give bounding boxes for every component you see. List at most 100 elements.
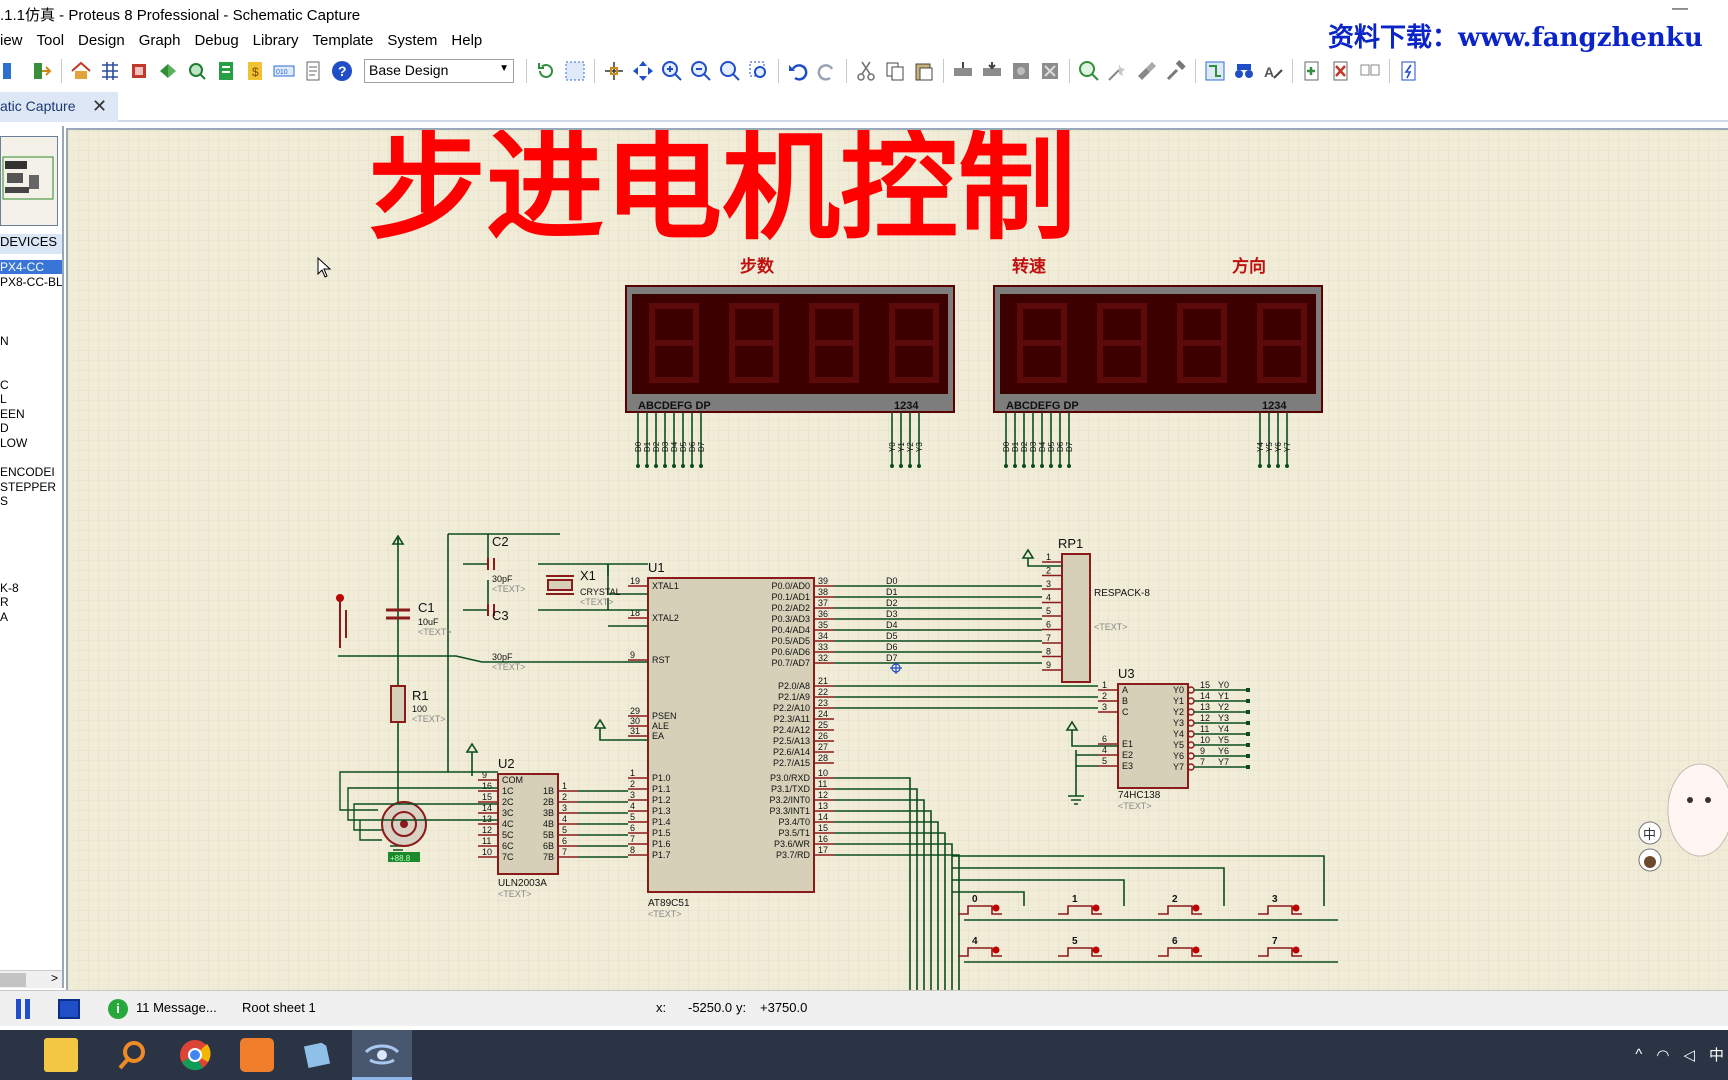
refresh-icon[interactable] <box>533 58 559 84</box>
wire-autorouter-icon[interactable] <box>1202 58 1228 84</box>
proteus-taskbar-button[interactable] <box>352 1030 412 1080</box>
scroll-right-icon[interactable]: > <box>50 971 58 985</box>
undo-icon[interactable] <box>785 58 811 84</box>
network-icon[interactable]: ◠ <box>1656 1046 1670 1064</box>
device-item[interactable]: R <box>0 595 9 609</box>
block-copy-icon[interactable] <box>950 58 976 84</box>
file-explorer-icon[interactable] <box>44 1038 78 1072</box>
pan-icon[interactable] <box>630 58 656 84</box>
grid-icon[interactable] <box>562 58 588 84</box>
ime-toolbar[interactable]: 中 <box>1638 763 1728 872</box>
crystal-x1[interactable]: X1 CRYSTAL <TEXT> <box>546 568 621 607</box>
redo-icon[interactable] <box>814 58 840 84</box>
menu-tool[interactable]: Tool <box>36 32 65 49</box>
capacitor-c2[interactable]: C2 30pF <TEXT> <box>487 534 526 594</box>
zoom-out-icon[interactable] <box>688 58 714 84</box>
packaging-tool-icon[interactable] <box>1134 58 1160 84</box>
bill-of-materials-icon[interactable]: $ <box>242 58 268 84</box>
app-icon[interactable] <box>240 1038 274 1072</box>
menu-view[interactable]: iew <box>0 32 23 49</box>
device-list-scrollbar[interactable]: > <box>0 970 62 988</box>
help-icon[interactable]: ? <box>329 58 355 84</box>
device-item[interactable]: K-8 <box>0 581 19 595</box>
device-item[interactable]: N <box>0 334 9 348</box>
input-language[interactable]: 中 <box>1708 1047 1724 1064</box>
overview-window[interactable] <box>0 136 58 226</box>
keypad-button-1[interactable]: 1 <box>1058 894 1102 915</box>
device-item[interactable]: PX8-CC-BL <box>0 275 62 289</box>
chrome-icon[interactable] <box>178 1038 212 1072</box>
block-delete-icon[interactable] <box>1037 58 1063 84</box>
keypad-button-3[interactable]: 3 <box>1258 894 1302 915</box>
keypad-button-5[interactable]: 5 <box>1058 936 1102 957</box>
3d-viewer-icon[interactable] <box>155 58 181 84</box>
seven-segment-display-speed-direction[interactable]: ABCDEFG DP 1234 <box>993 285 1323 413</box>
capacitor-c3[interactable]: C3 30pF <TEXT> <box>487 604 526 672</box>
menu-library[interactable]: Library <box>252 32 299 49</box>
schematic-icon[interactable] <box>97 58 123 84</box>
device-item[interactable]: S <box>0 494 9 508</box>
copy-icon[interactable] <box>882 58 908 84</box>
notes-app-icon[interactable] <box>300 1038 334 1072</box>
keypad-button-6[interactable]: 6 <box>1158 936 1202 957</box>
block-move-icon[interactable] <box>979 58 1005 84</box>
netlist-icon[interactable] <box>1396 58 1422 84</box>
gerber-icon[interactable] <box>184 58 210 84</box>
search-tag-icon[interactable] <box>1231 58 1257 84</box>
device-item[interactable]: EEN <box>0 407 25 421</box>
design-select[interactable]: Base Design ▼ <box>364 59 514 83</box>
reset-button[interactable] <box>336 594 347 648</box>
zoom-in-icon[interactable] <box>659 58 685 84</box>
origin-icon[interactable] <box>601 58 627 84</box>
device-item[interactable]: A <box>0 610 9 624</box>
scrollbar-thumb[interactable] <box>0 973 26 987</box>
remove-sheet-icon[interactable] <box>1328 58 1354 84</box>
tab-schematic-capture[interactable]: atic Capture ✕ <box>0 92 118 122</box>
device-item[interactable]: ENCODEI <box>0 465 55 479</box>
keypad-button-2[interactable]: 2 <box>1158 894 1202 915</box>
pcb-icon[interactable] <box>126 58 152 84</box>
menu-debug[interactable]: Debug <box>194 32 239 49</box>
zoom-area-icon[interactable] <box>746 58 772 84</box>
property-assignment-icon[interactable]: A <box>1260 58 1286 84</box>
menu-help[interactable]: Help <box>451 32 483 49</box>
design-explorer-icon[interactable] <box>213 58 239 84</box>
messages-count[interactable]: 11 Message... <box>136 1000 217 1015</box>
resistor-r1[interactable]: R1 100 <TEXT> <box>390 685 446 724</box>
pick-device-icon[interactable] <box>1076 58 1102 84</box>
make-device-icon[interactable] <box>1105 58 1131 84</box>
menu-template[interactable]: Template <box>312 32 374 49</box>
clock-circuit[interactable] <box>338 533 648 840</box>
stepper-motor[interactable]: +88.8 <box>339 771 498 863</box>
ime-chinese-icon[interactable]: 中 <box>1643 827 1656 842</box>
new-sheet-icon[interactable] <box>1299 58 1325 84</box>
pause-simulation-button[interactable] <box>16 999 30 1019</box>
paste-icon[interactable] <box>911 58 937 84</box>
block-rotate-icon[interactable] <box>1008 58 1034 84</box>
source-code-icon[interactable]: 010 <box>271 58 297 84</box>
volume-icon[interactable]: ◁ <box>1683 1046 1695 1064</box>
device-item[interactable]: L <box>0 392 7 406</box>
minimize-button[interactable]: — <box>1672 0 1688 17</box>
device-item[interactable]: C <box>0 378 9 392</box>
keypad-button-7[interactable]: 7 <box>1258 936 1302 957</box>
keypad-button-0[interactable]: 0 <box>958 894 1002 915</box>
save-icon[interactable] <box>0 58 26 84</box>
device-item[interactable]: LOW <box>0 436 28 450</box>
ime-mascot-icon[interactable] <box>1644 856 1656 868</box>
device-item[interactable]: STEPPER <box>0 480 57 494</box>
menu-system[interactable]: System <box>387 32 438 49</box>
import-icon[interactable] <box>29 58 55 84</box>
close-icon[interactable]: ✕ <box>92 96 108 116</box>
child-sheet-icon[interactable] <box>1357 58 1383 84</box>
schematic-canvas[interactable]: 步进电机控制 步数 转速 方向 ABCDEFG DP 1234 ABCDEFG … <box>66 128 1728 990</box>
menu-graph[interactable]: Graph <box>138 32 181 49</box>
menu-design[interactable]: Design <box>78 32 125 49</box>
decompose-icon[interactable] <box>1163 58 1189 84</box>
stop-simulation-button[interactable] <box>58 999 80 1019</box>
device-item[interactable]: D <box>0 421 9 435</box>
